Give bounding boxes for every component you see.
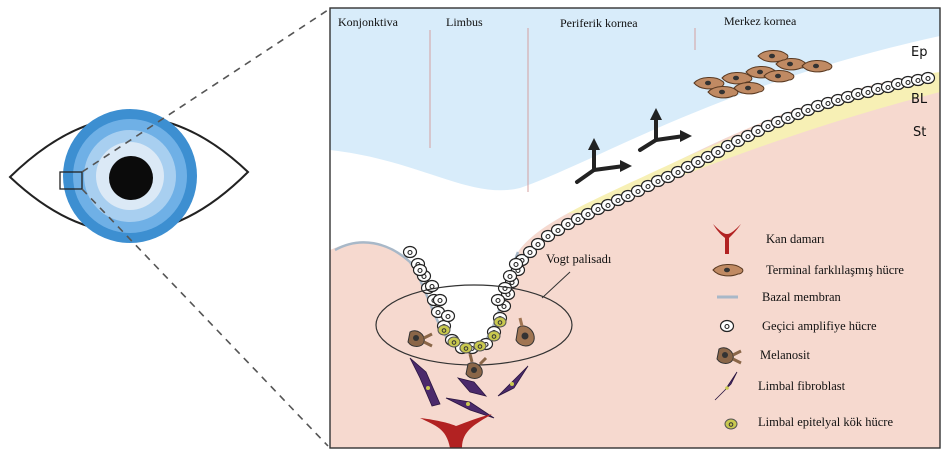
limbal-stem-cell (448, 337, 460, 347)
transient-amplifying-cell (434, 295, 447, 306)
label-peripheral-cornea: Periferik kornea (560, 16, 638, 30)
label-stroma: St (913, 125, 926, 140)
label-conjunctiva: Konjonktiva (338, 15, 399, 29)
limbal-stem-cell (438, 325, 450, 335)
limbal-stem-cell-icon (725, 419, 737, 429)
transient-amplifying-cell (922, 73, 935, 84)
transient-amplifying-cell (510, 259, 523, 270)
legend-label-melanocyte: Melanosit (760, 348, 811, 362)
zoom-line-bottom (82, 189, 328, 446)
transient-amplifying-cell (532, 239, 545, 250)
limbal-stem-cell (494, 317, 506, 327)
zoom-panel (330, 8, 940, 448)
limbal-stem-cell (474, 341, 486, 351)
transient-amplifying-cell (442, 311, 455, 322)
legend-label-limbal-fibroblast: Limbal fibroblast (758, 379, 846, 393)
transient-amplifying-cell (492, 295, 505, 306)
label-vogt-palisade: Vogt palisadı (546, 252, 612, 266)
legend-label-basal-membrane: Bazal membran (762, 290, 842, 304)
legend-label-transient-amplifying-cell: Geçici amplifiye hücre (762, 319, 877, 333)
limbal-stem-cell (460, 343, 472, 353)
label-epithelium: Ep (911, 45, 927, 60)
transient-amplifying-cell (404, 247, 417, 258)
label-limbus: Limbus (446, 15, 483, 29)
limbal-stem-cell (488, 331, 500, 341)
legend-label-terminal-cell: Terminal farklılaşmış hücre (766, 263, 904, 277)
legend-label-blood-vessel: Kan damarı (766, 232, 825, 246)
pupil (109, 156, 153, 200)
legend-label-limbal-stem-cell: Limbal epitelyal kök hücre (758, 415, 893, 429)
label-central-cornea: Merkez kornea (724, 14, 797, 28)
transient-amplifying-cell (414, 265, 427, 276)
transient-amplifying-cell (504, 271, 517, 282)
transient-amplifying-cell-icon (721, 321, 734, 332)
label-bowman-layer: BL (911, 92, 928, 107)
eye-overview (10, 10, 328, 446)
